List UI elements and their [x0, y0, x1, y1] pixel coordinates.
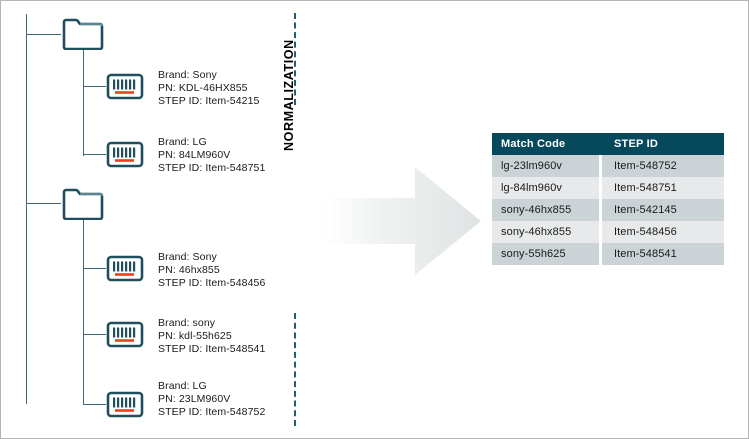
barcode-icon-item-2[interactable] [106, 141, 144, 168]
cell-match-code: sony-46hx855 [492, 221, 602, 243]
dashed-divider-bottom [294, 313, 296, 426]
barcode-icon-item-3[interactable] [106, 255, 144, 282]
cell-match-code: lg-23lm960v [492, 155, 602, 177]
tree-branch-item-5 [83, 404, 106, 405]
cell-step-id: Item-542145 [602, 199, 724, 221]
item-pn: PN: KDL-46HX855 [158, 82, 248, 95]
item-step-id: STEP ID: Item-54215 [158, 95, 260, 108]
tree-branch-item-4 [83, 334, 106, 335]
item-pn: PN: 84LM960V [158, 149, 231, 162]
table-row[interactable]: lg-23lm960v Item-548752 [492, 155, 724, 177]
cell-step-id: Item-548751 [602, 177, 724, 199]
match-code-table: Match Code STEP ID lg-23lm960v Item-5487… [492, 133, 724, 265]
item-brand: Brand: LG [158, 136, 207, 148]
item-pn: PN: 46hx855 [158, 264, 220, 277]
tree-branch-to-folder-1 [26, 34, 61, 35]
item-details-1: Brand: Sony PN: KDL-46HX855 STEP ID: Ite… [158, 69, 260, 109]
item-details-4: Brand: sony PN: kdl-55h625 STEP ID: Item… [158, 317, 265, 357]
item-step-id: STEP ID: Item-548751 [158, 162, 266, 175]
normalization-label: NORMALIZATION [282, 39, 296, 151]
table-row[interactable]: sony-46hx855 Item-542145 [492, 199, 724, 221]
table-row[interactable]: sony-55h625 Item-548541 [492, 243, 724, 265]
table-header-row: Match Code STEP ID [492, 133, 724, 155]
dashed-divider-top [294, 13, 296, 105]
cell-match-code: sony-46hx855 [492, 199, 602, 221]
tree-substem-2 [83, 216, 84, 405]
table-row[interactable]: lg-84lm960v Item-548751 [492, 177, 724, 199]
item-pn: PN: 23LM960V [158, 393, 231, 406]
column-header-step-id[interactable]: STEP ID [602, 133, 724, 155]
item-brand: Brand: Sony [158, 69, 217, 81]
folder-icon-group-2[interactable] [61, 187, 105, 220]
item-pn: PN: kdl-55h625 [158, 330, 232, 343]
cell-step-id: Item-548456 [602, 221, 724, 243]
barcode-icon-item-4[interactable] [106, 321, 144, 348]
tree-branch-item-3 [83, 268, 106, 269]
item-details-5: Brand: LG PN: 23LM960V STEP ID: Item-548… [158, 380, 265, 420]
item-step-id: STEP ID: Item-548456 [158, 277, 266, 290]
barcode-icon-item-5[interactable] [106, 391, 144, 418]
normalization-arrow [323, 165, 483, 277]
cell-match-code: lg-84lm960v [492, 177, 602, 199]
cell-step-id: Item-548752 [602, 155, 724, 177]
item-brand: Brand: sony [158, 317, 216, 329]
folder-icon-group-1[interactable] [61, 17, 105, 50]
tree-substem-1 [83, 46, 84, 156]
tree-branch-to-folder-2 [26, 203, 61, 204]
tree-trunk-line [26, 14, 27, 404]
item-brand: Brand: Sony [158, 251, 217, 263]
cell-step-id: Item-548541 [602, 243, 724, 265]
item-details-3: Brand: Sony PN: 46hx855 STEP ID: Item-54… [158, 251, 265, 291]
item-step-id: STEP ID: Item-548541 [158, 343, 266, 356]
tree-branch-item-1 [83, 86, 106, 87]
tree-branch-item-2 [83, 154, 106, 155]
column-header-match-code[interactable]: Match Code [492, 133, 602, 155]
item-brand: Brand: LG [158, 380, 207, 392]
item-step-id: STEP ID: Item-548752 [158, 406, 266, 419]
cell-match-code: sony-55h625 [492, 243, 602, 265]
barcode-icon-item-1[interactable] [106, 73, 144, 100]
item-details-2: Brand: LG PN: 84LM960V STEP ID: Item-548… [158, 136, 265, 176]
table-row[interactable]: sony-46hx855 Item-548456 [492, 221, 724, 243]
